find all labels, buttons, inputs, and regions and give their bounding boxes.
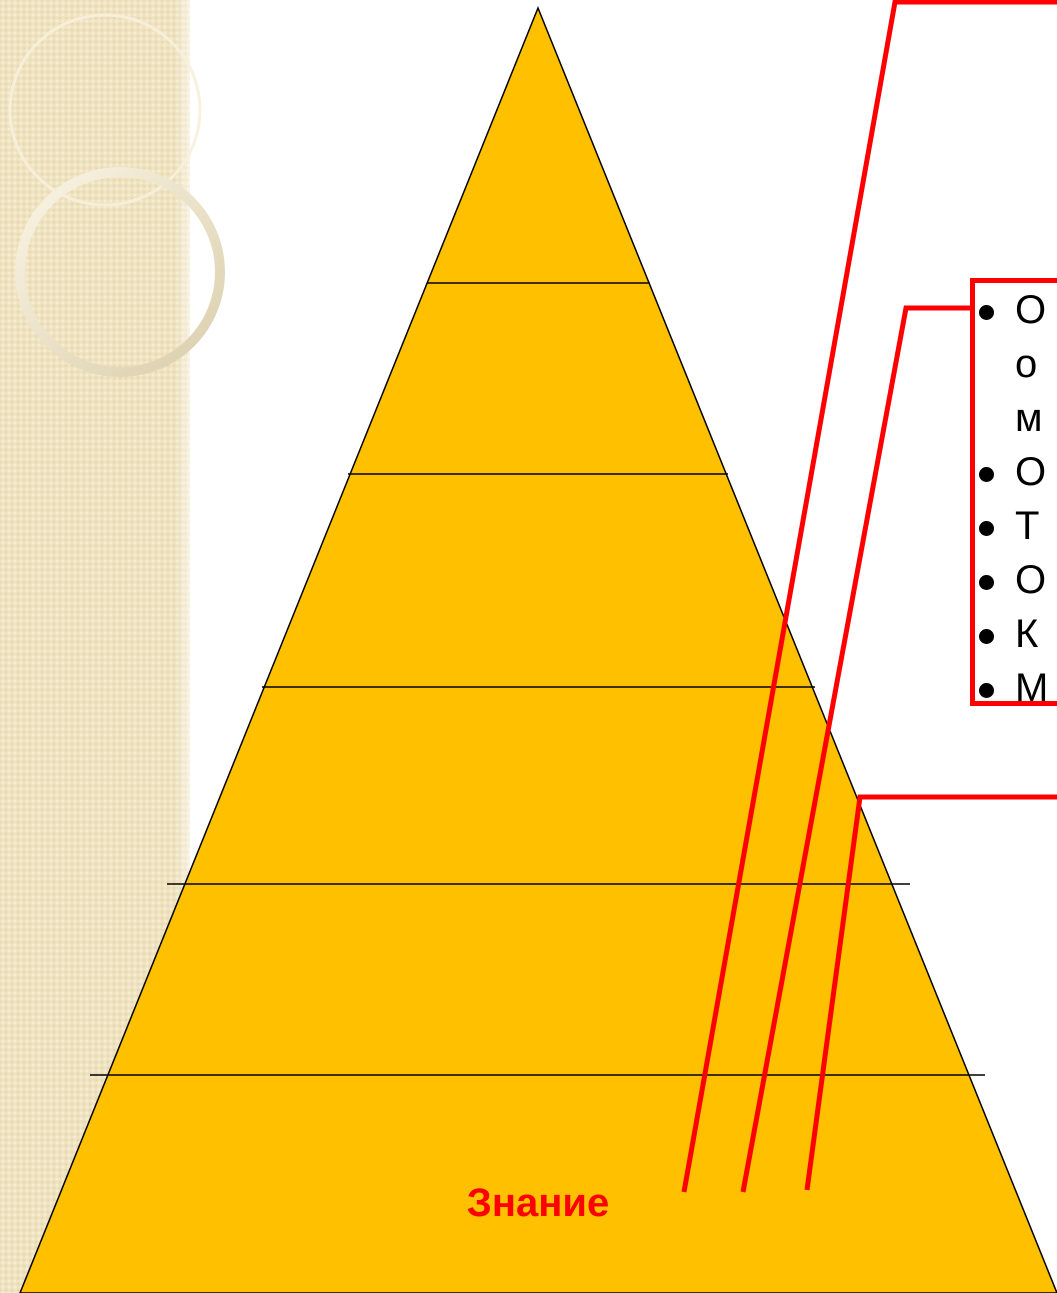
bullet-item-continuation: м bbox=[975, 391, 1057, 445]
bullet-item: М bbox=[975, 661, 1057, 706]
pyramid-shape bbox=[20, 8, 1057, 1293]
bullet-item: О bbox=[975, 283, 1057, 337]
pyramid-base-label: Знание bbox=[467, 1181, 609, 1225]
bullet-item: Т bbox=[975, 499, 1057, 553]
bullet-item-continuation: о bbox=[975, 337, 1057, 391]
callout-bullet-list: О о м О Т О К М bbox=[970, 278, 1057, 706]
bullet-item: О bbox=[975, 445, 1057, 499]
bullet-item: К bbox=[975, 607, 1057, 661]
decorative-ring-bottom bbox=[20, 172, 220, 372]
bullet-item: О bbox=[975, 553, 1057, 607]
